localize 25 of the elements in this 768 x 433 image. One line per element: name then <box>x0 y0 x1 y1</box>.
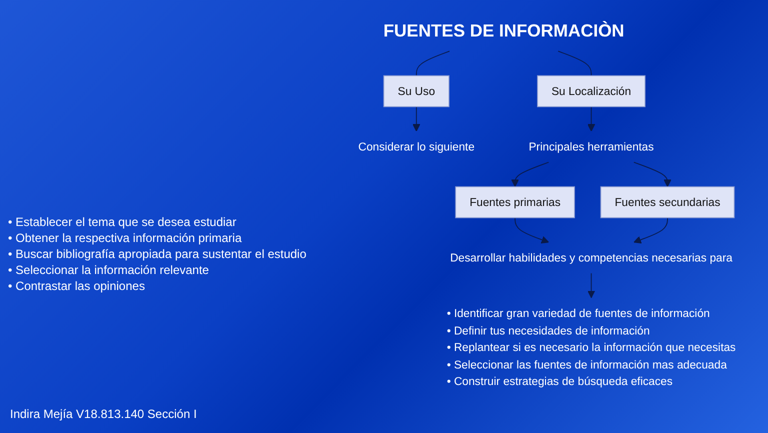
arrow <box>511 162 550 188</box>
node-box <box>455 186 575 218</box>
node-text: Considerar lo siguiente <box>358 140 475 154</box>
arrow <box>634 217 668 244</box>
arrow <box>412 106 420 132</box>
bullet-item: • Establecer el tema que se desea estudiar <box>8 215 238 229</box>
author-footer: Indira Mejía V18.813.140 Sección I <box>10 407 197 421</box>
node-text: Principales herramientas <box>528 140 654 154</box>
node-box <box>383 75 450 108</box>
bullet-item: • Seleccionar la información relevante <box>8 263 210 277</box>
node-box <box>600 186 735 218</box>
bullet-item: • Obtener la respectiva información primaria <box>8 231 243 245</box>
connector <box>416 50 450 76</box>
arrow <box>587 272 596 298</box>
arrow <box>514 217 549 244</box>
node-box <box>537 75 646 108</box>
node-text: FUENTES DE INFORMACIÒN <box>383 21 624 41</box>
bullet-item: • Contrastar las opiniones <box>8 279 146 293</box>
arrow <box>633 162 672 188</box>
bullet-item: • Buscar bibliografía apropiada para sustentar el estudio <box>8 247 308 261</box>
connector <box>558 50 592 76</box>
node-text: • Identificar gran variedad de fuentes de información • Definir tus necesidades de información • Replantear si es necesario la información que necesitas • Seleccionar las fuentes de información mas adecuada • Construir estrategias de búsqueda eficaces <box>446 306 736 388</box>
flowchart-diagram: FUENTES DE INFORMACIÒN Su Uso Su Localización Considerar lo siguiente Principales herramientas Fuentes primarias Fuentes secundarias Desarrollar habilidades y competencias necesarias para • Identificar gran variedad de fuentes de información • Definir tus necesidades de información • Replantear si es necesario la información que necesitas • Seleccionar las fuentes de información mas adecuada • Construir estrategias de búsqueda eficaces <box>330 4 764 404</box>
arrow <box>587 106 596 132</box>
node-text: Desarrollar habilidades y competencias necesarias para <box>450 250 732 264</box>
